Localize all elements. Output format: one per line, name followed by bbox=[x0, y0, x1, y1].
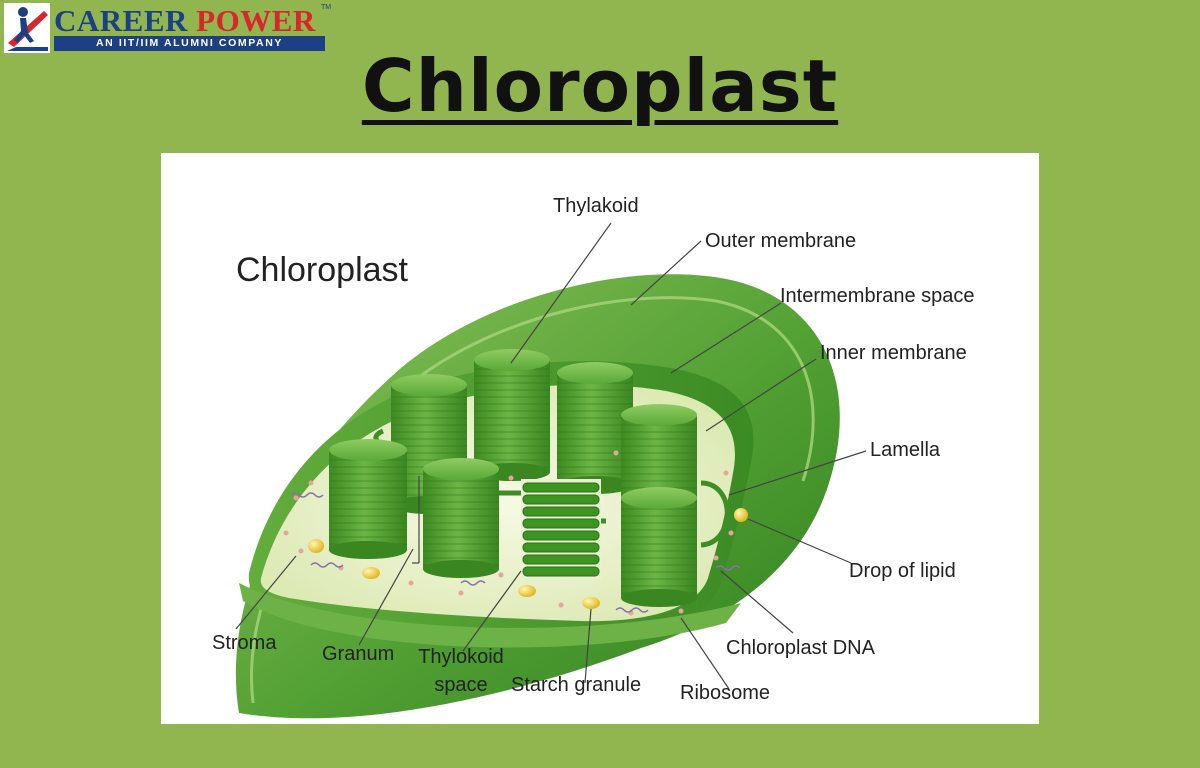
leader-lines bbox=[235, 222, 867, 690]
diagram-title: Chloroplast bbox=[236, 251, 408, 289]
label-stroma: Stroma bbox=[212, 632, 277, 654]
logo-tagline: AN IIT/IIM ALUMNI COMPANY bbox=[54, 36, 325, 51]
label-ribosome: Ribosome bbox=[680, 682, 771, 704]
logo-runner-icon bbox=[4, 3, 50, 53]
label-drop-of-lipid: Drop of lipid bbox=[849, 560, 956, 582]
starch-granules bbox=[308, 539, 600, 609]
thylakoid-sliced-stack bbox=[521, 479, 601, 579]
label-outer-membrane: Outer membrane bbox=[705, 230, 857, 252]
lipid-drop bbox=[734, 508, 748, 522]
label-thylakoid-space-line2: space bbox=[434, 674, 488, 696]
label-intermembrane-space: Intermembrane space bbox=[780, 285, 975, 307]
chloroplast-dna bbox=[290, 492, 741, 613]
granum-stack-6 bbox=[423, 458, 499, 578]
label-lamella: Lamella bbox=[870, 439, 941, 461]
label-thylakoid-space: Thylokoid space bbox=[411, 646, 511, 696]
label-starch-granule: Starch granule bbox=[511, 674, 642, 696]
granum-stacks bbox=[329, 349, 697, 607]
label-inner-membrane: Inner membrane bbox=[820, 342, 967, 364]
granum-stack-3 bbox=[557, 362, 633, 494]
diagram-panel: Chloroplast Thylakoid Outer membrane Int… bbox=[161, 153, 1039, 724]
logo-trademark: TM bbox=[321, 4, 332, 11]
label-thylakoid: Thylakoid bbox=[553, 195, 639, 217]
logo-wordmark: CAREER POWER bbox=[54, 3, 316, 38]
granum-stack-5 bbox=[329, 439, 407, 559]
page-title: Chloroplast bbox=[361, 44, 839, 128]
label-granum: Granum bbox=[322, 643, 395, 665]
granum-stack-7 bbox=[621, 487, 697, 607]
granum-stack-2 bbox=[474, 349, 550, 481]
label-thylakoid-space-line1: Thylokoid bbox=[418, 646, 504, 668]
ribosomes bbox=[283, 450, 734, 616]
career-power-logo: CAREER POWER TM AN IIT/IIM ALUMNI COMPAN… bbox=[4, 3, 331, 55]
label-chloroplast-dna: Chloroplast DNA bbox=[726, 637, 875, 659]
chloroplast-illustration bbox=[235, 222, 867, 719]
